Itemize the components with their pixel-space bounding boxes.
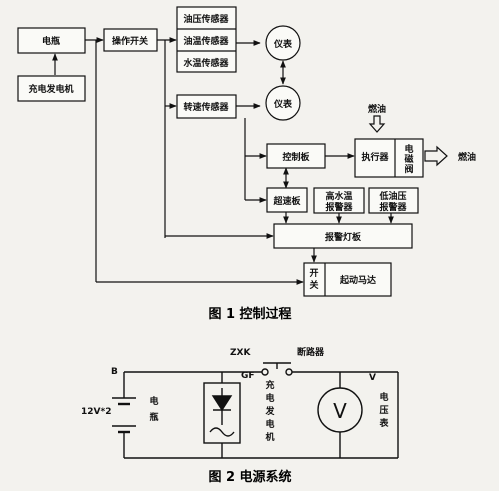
solenoid-valve-char-1: 电 [404, 143, 413, 155]
gauge-mid-circle [265, 85, 301, 121]
figure1-connections [52, 37, 394, 285]
voltmeter-v-char-1: 电 [379, 391, 388, 403]
voltmeter-symbol: V [333, 399, 347, 423]
generator-box [17, 75, 86, 102]
v-label: V [369, 373, 376, 383]
ac-wave-icon [209, 427, 235, 437]
breaker-label: 断路器 [297, 346, 325, 358]
gauge-top-circle [265, 25, 301, 61]
battery-label: 电瓶 [42, 35, 60, 47]
generator-v-char-4: 电 [265, 418, 274, 430]
overspeed-board-box [266, 187, 308, 213]
figure2-caption: 图 2 电源系统 [208, 469, 291, 485]
overspeed-board-label: 超速板 [272, 195, 301, 207]
starter-group-box [303, 262, 392, 297]
high-water-alarm-line1: 高水温 [325, 190, 352, 202]
operate-switch-box [103, 28, 158, 52]
actuator-label: 执行器 [361, 151, 389, 163]
gauge-top-label: 仪表 [273, 38, 293, 50]
generator-v-char-3: 发 [264, 405, 275, 417]
voltmeter-v-char-3: 表 [378, 417, 389, 429]
oil-temp-sensor-label: 油温传感器 [183, 35, 229, 47]
breaker-contact-right [285, 368, 293, 376]
low-oil-alarm-line2: 报警器 [379, 201, 407, 213]
fuel-out-arrow [424, 145, 448, 167]
high-water-alarm-line2: 报警器 [325, 201, 353, 213]
starter-motor-label: 起动马达 [339, 274, 376, 286]
control-board-box [266, 143, 326, 169]
figure1-boxes [17, 6, 424, 297]
oil-pressure-sensor-label: 油压传感器 [183, 13, 229, 25]
battery-box [17, 27, 86, 54]
alarm-lamp-board-label: 报警灯板 [325, 231, 362, 243]
control-board-label: 控制板 [282, 151, 310, 163]
battery-v-char-1: 电 [149, 395, 158, 407]
breaker-contact-left [261, 368, 269, 376]
speed-sensor-label: 转速传感器 [183, 101, 229, 113]
operate-switch-label: 操作开关 [112, 35, 148, 47]
sensor-stack-box [176, 6, 237, 73]
water-temp-sensor-label: 水温传感器 [183, 57, 229, 69]
speed-sensor-box [176, 94, 237, 119]
alarm-lamp-board-box [273, 223, 413, 249]
solenoid-valve-char-2: 磁 [404, 153, 413, 165]
gf-label: GF [241, 371, 255, 381]
generator-v-char-1: 充 [265, 379, 274, 391]
zxk-label: ZXK [230, 348, 251, 358]
fuel-in-label: 燃油 [368, 103, 386, 115]
low-oil-alarm-box [368, 187, 419, 214]
generator-v-char-2: 电 [265, 392, 274, 404]
generator-v-char-5: 机 [265, 431, 274, 443]
figure1-caption: 图 1 控制过程 [208, 306, 291, 322]
fuel-in-arrow [368, 115, 386, 133]
voltmeter-v-char-2: 压 [379, 405, 388, 416]
actuator-box [354, 138, 424, 178]
fuel-arrows [368, 115, 448, 167]
diode-icon [211, 395, 233, 412]
fuel-out-label: 燃油 [458, 151, 476, 163]
gauge-mid-label: 仪表 [273, 98, 293, 110]
switch-char-1: 开 [309, 268, 318, 279]
battery-v-char-2: 瓶 [149, 411, 158, 423]
figure2-circuit [112, 362, 399, 459]
switch-char-2: 关 [309, 279, 318, 291]
generator-label: 充电发电机 [28, 83, 73, 95]
voltage-label: 12V*2 [81, 407, 111, 417]
b-label: B [111, 367, 118, 377]
solenoid-valve-char-3: 阀 [404, 163, 413, 175]
low-oil-alarm-line1: 低油压 [378, 190, 406, 202]
high-water-alarm-box [313, 187, 365, 214]
